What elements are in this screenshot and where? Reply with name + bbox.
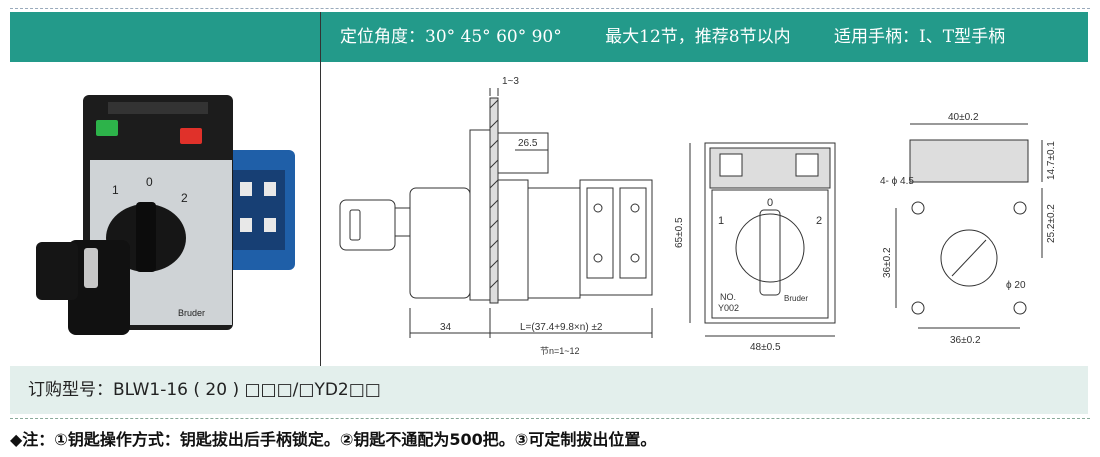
front-brand: Bruder bbox=[784, 294, 808, 303]
order-bar: 订购型号：BLW1-16 ( 20 ) □□□/□YD2□□ bbox=[10, 366, 1088, 414]
section-divider bbox=[320, 12, 321, 366]
dim-front-width: 48±0.5 bbox=[750, 342, 781, 353]
product-photo: 1 0 2 Bruder bbox=[36, 95, 295, 335]
dim-circle: ϕ 20 bbox=[1006, 280, 1026, 291]
model-code: Y002 bbox=[718, 303, 739, 313]
dim-length: L=(37.4+9.8×n) ±2 bbox=[520, 322, 603, 333]
front-view bbox=[689, 142, 836, 337]
spec-header: 定位角度：30° 45° 60° 90° 最大12节，推荐8节以内 适用手柄：I… bbox=[10, 12, 1088, 62]
red-lamp bbox=[180, 128, 202, 144]
side-view bbox=[339, 88, 653, 338]
top-divider bbox=[10, 8, 1090, 9]
dim-vertical-2: 36±0.2 bbox=[882, 247, 893, 278]
photo-pos-0: 0 bbox=[146, 175, 153, 189]
bottom-divider bbox=[10, 418, 1090, 419]
dim-front-height: 65±0.5 bbox=[674, 217, 685, 248]
sections-spec: 最大12节，推荐8节以内 bbox=[605, 27, 791, 47]
front-pos-0: 0 bbox=[767, 197, 773, 209]
dim-sections: 节n=1~12 bbox=[540, 346, 580, 356]
dim-bottom-width: 36±0.2 bbox=[950, 335, 981, 346]
dim-shaft: 26.5 bbox=[518, 138, 538, 149]
green-lamp bbox=[96, 120, 118, 136]
order-model: 订购型号：BLW1-16 ( 20 ) □□□/□YD2□□ bbox=[28, 380, 381, 400]
dim-gap: 1~3 bbox=[502, 76, 519, 87]
dim-vertical-1: 25.2±0.2 bbox=[1046, 204, 1057, 243]
photo-pos-1: 1 bbox=[112, 183, 119, 197]
handles-spec: 适用手柄：I、T型手柄 bbox=[834, 27, 1006, 47]
angle-spec: 定位角度：30° 45° 60° 90° bbox=[340, 27, 562, 47]
front-pos-2: 2 bbox=[816, 215, 822, 227]
dim-top-height: 14.7±0.1 bbox=[1046, 141, 1057, 180]
key bbox=[68, 240, 130, 335]
photo-brand: Bruder bbox=[178, 308, 205, 318]
cutout-view bbox=[895, 123, 1043, 329]
spec-header-text: 定位角度：30° 45° 60° 90° 最大12节，推荐8节以内 适用手柄：I… bbox=[340, 12, 1043, 62]
notes: ◆注：①钥匙操作方式：钥匙拔出后手柄锁定。②钥匙不通配为500把。③可定制拔出位… bbox=[10, 430, 657, 449]
front-pos-1: 1 bbox=[718, 215, 724, 227]
dim-holes: 4- ϕ 4.5 bbox=[880, 176, 914, 187]
model-no: NO. bbox=[720, 292, 736, 302]
technical-drawings: 1~3 26.5 34 L=(37.4+9.8×n) ±2 节n=1~12 1 … bbox=[339, 76, 1057, 356]
photo-pos-2: 2 bbox=[181, 191, 188, 205]
dim-top-width: 40±0.2 bbox=[948, 112, 979, 123]
dim-left: 34 bbox=[440, 322, 452, 333]
